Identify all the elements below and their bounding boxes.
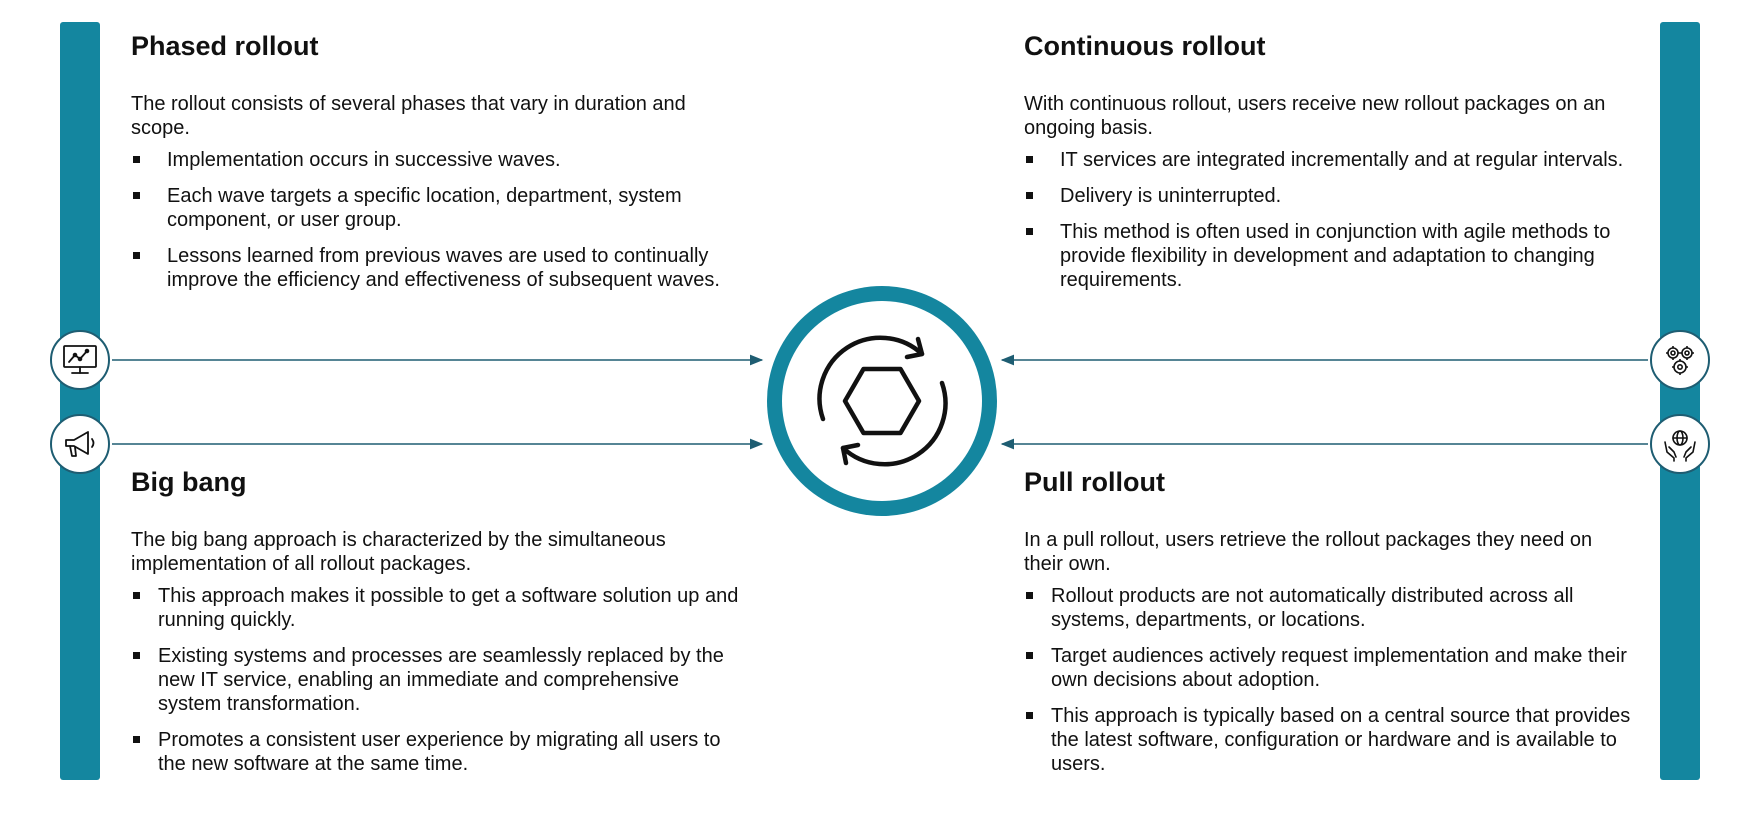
phased-rollout-title: Phased rollout [131, 31, 319, 61]
list-item: This approach makes it possible to get a… [131, 584, 741, 632]
list-item: This approach is typically based on a ce… [1024, 704, 1634, 776]
big-bang-list: This approach makes it possible to get a… [131, 584, 741, 776]
list-item: Target audiences actively request implem… [1024, 644, 1634, 692]
list-item: Each wave targets a specific location, d… [131, 184, 741, 232]
pull-rollout-list: Rollout products are not automatically d… [1024, 584, 1634, 776]
continuous-rollout-panel: Continuous rollout With continuous rollo… [1024, 30, 1634, 304]
big-bang-title: Big bang [131, 467, 247, 497]
left-accent-bar [60, 22, 100, 780]
hands-globe-icon [1650, 414, 1710, 474]
list-item: Promotes a consistent user experience by… [131, 728, 741, 776]
right-accent-bar [1660, 22, 1700, 780]
pull-rollout-title: Pull rollout [1024, 467, 1165, 497]
continuous-rollout-list: IT services are integrated incrementally… [1024, 148, 1634, 292]
list-item: Delivery is uninterrupted. [1024, 184, 1634, 208]
list-item: This method is often used in conjunction… [1024, 220, 1634, 292]
list-item: Implementation occurs in successive wave… [131, 148, 741, 172]
pull-rollout-intro: In a pull rollout, users retrieve the ro… [1024, 529, 1593, 575]
megaphone-icon [50, 414, 110, 474]
phased-rollout-panel: Phased rollout The rollout consists of s… [131, 30, 741, 304]
cycle-hexagon-icon [817, 335, 948, 467]
continuous-rollout-title: Continuous rollout [1024, 31, 1266, 61]
continuous-rollout-intro: With continuous rollout, users receive n… [1024, 93, 1606, 139]
big-bang-panel: Big bang The big bang approach is charac… [131, 466, 741, 788]
monitor-chart-icon [50, 330, 110, 390]
phased-rollout-list: Implementation occurs in successive wave… [131, 148, 741, 292]
list-item: IT services are integrated incrementally… [1024, 148, 1634, 172]
list-item: Existing systems and processes are seaml… [131, 644, 741, 716]
list-item: Rollout products are not automatically d… [1024, 584, 1634, 632]
gears-icon [1650, 330, 1710, 390]
phased-rollout-intro: The rollout consists of several phases t… [131, 93, 686, 139]
big-bang-intro: The big bang approach is characterized b… [131, 529, 666, 575]
list-item: Lessons learned from previous waves are … [131, 244, 741, 292]
pull-rollout-panel: Pull rollout In a pull rollout, users re… [1024, 466, 1634, 788]
center-hub [767, 286, 997, 516]
